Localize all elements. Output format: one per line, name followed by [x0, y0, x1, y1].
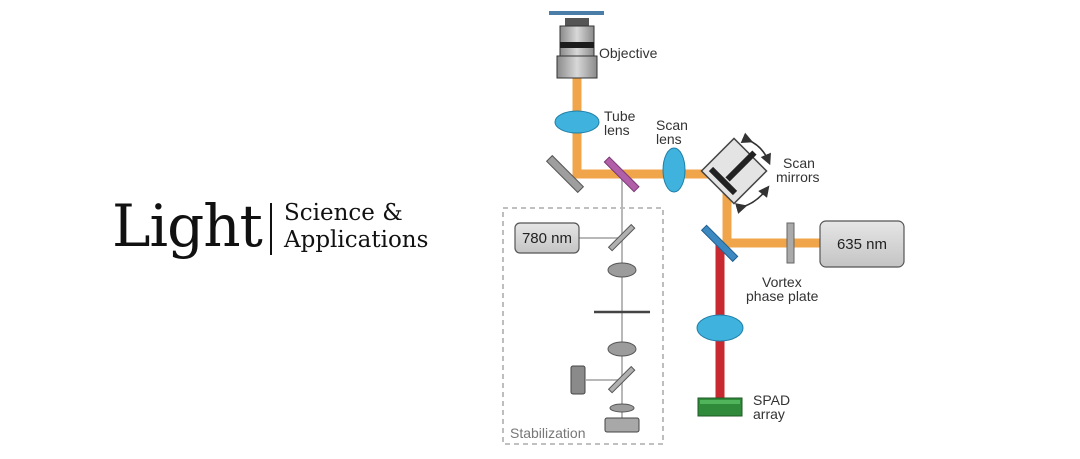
journal-logo-line1: Science &: [284, 200, 403, 226]
dichroic-mirror: [603, 156, 640, 193]
label-stabilization: Stabilization: [510, 425, 586, 441]
sample-slide: [549, 11, 604, 15]
laser-635-label: 635 nm: [837, 236, 887, 253]
label-scanlens-1: Scan: [656, 117, 688, 133]
label-spad-1: SPAD: [753, 392, 790, 408]
detection-dichroic: [700, 224, 739, 263]
objective-lens: [556, 18, 598, 79]
stab-camera: [604, 417, 640, 433]
label-tube-2: lens: [604, 122, 630, 138]
label-vortex-2: phase plate: [746, 288, 819, 304]
label-objective: Objective: [599, 45, 658, 61]
vortex-phase-plate: [786, 222, 795, 264]
stab-side-detector: [570, 365, 586, 395]
scan-rotation-arrow-top: [740, 132, 771, 166]
scan-rotation-arrow-bottom: [735, 185, 770, 214]
scan-lens: [662, 147, 686, 193]
laser-780-label: 780 nm: [522, 230, 572, 247]
label-scanmirrors-1: Scan: [783, 155, 815, 171]
laser-635: 635 nm: [819, 220, 905, 268]
spad-array: [697, 397, 743, 417]
tube-lens: [554, 110, 600, 134]
label-tube-1: Tube: [604, 108, 636, 124]
stab-lens-2: [607, 341, 637, 357]
journal-logo-line2: Applications: [284, 227, 429, 253]
label-scanlens-2: lens: [656, 131, 682, 147]
detection-lens: [696, 314, 744, 342]
journal-logo-divider: [270, 203, 272, 255]
stab-lens-3: [609, 403, 635, 413]
stab-beamsplitter-bottom: [607, 365, 636, 394]
fold-mirror: [545, 154, 585, 194]
label-scanmirrors-2: mirrors: [776, 169, 820, 185]
stab-lens-1: [607, 262, 637, 278]
label-vortex-1: Vortex: [762, 274, 802, 290]
label-spad-2: array: [753, 406, 785, 422]
laser-780: 780 nm: [514, 222, 580, 254]
scan-mirrors: [700, 137, 768, 205]
journal-logo-subtitle: Science & Applications: [284, 200, 428, 254]
journal-logo-word: Light: [112, 192, 263, 260]
stab-beamsplitter-top: [607, 223, 636, 252]
